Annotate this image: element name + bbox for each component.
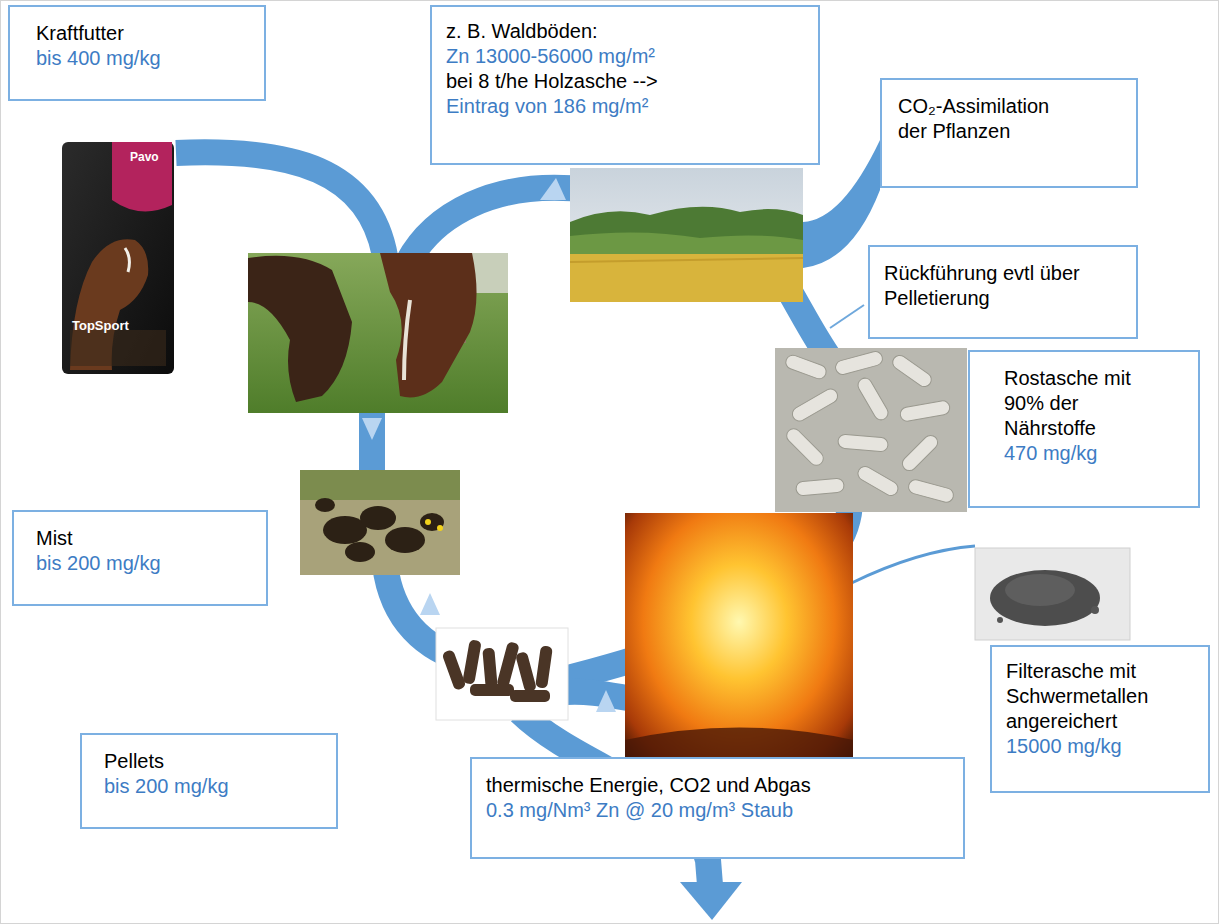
feed-bag-picture-part xyxy=(70,330,166,366)
landscape-picture-part xyxy=(570,258,803,262)
bottom-ash-picture-part xyxy=(775,348,967,512)
bottom-ash-picture-part-part xyxy=(790,386,840,423)
cycle-ribbons-part xyxy=(359,405,385,480)
horses-picture-part xyxy=(404,300,410,380)
pellets-picture-part-part xyxy=(515,651,537,693)
box-text: Kraftfutter xyxy=(36,21,248,46)
filter-ash-box: Filterasche mit Schwermetallen angereich… xyxy=(990,645,1210,793)
ribbon-arrow-marks-part xyxy=(540,178,566,200)
bottom-ash-picture-part-part xyxy=(795,478,844,496)
ribbon-arrow-marks-part xyxy=(362,418,382,440)
landscape-picture-part xyxy=(570,254,803,302)
pellets-picture-part-part xyxy=(470,684,514,696)
cycle-ribbons-part xyxy=(176,152,386,262)
pellets-picture-part xyxy=(436,628,568,720)
furnace-picture xyxy=(625,513,853,785)
box-text: Pellets xyxy=(104,749,320,774)
feed-bag-picture-part xyxy=(125,248,129,272)
pellets-picture-part-part xyxy=(496,641,519,689)
box-text: z. B. Waldböden: xyxy=(446,19,802,44)
product-label: TopSport xyxy=(72,318,129,333)
filter-ash-picture-part xyxy=(990,570,1100,626)
bottom-ash-picture-part-part xyxy=(855,464,900,498)
pellets-picture-part-part xyxy=(442,649,467,691)
zinc-value: Zn 13000-56000 mg/m² xyxy=(446,44,802,69)
landscape-picture xyxy=(570,168,803,302)
horses-picture-part xyxy=(248,256,352,402)
bottom-ash-picture-part-part xyxy=(837,434,888,452)
manure-picture-part-part xyxy=(315,498,335,512)
box-text: bei 8 t/he Holzasche --> xyxy=(446,69,802,94)
ribbon-arrow-marks-part xyxy=(420,593,440,615)
manure-picture-part xyxy=(300,470,460,575)
pellets-picture-part-part xyxy=(482,648,497,689)
landscape-picture-part xyxy=(570,168,803,302)
pellets-picture-part xyxy=(442,639,553,702)
ribbon-arrow-marks-part xyxy=(596,690,616,712)
bottom-ash-picture-part-part xyxy=(784,426,826,468)
bottom-ash-picture-part-part xyxy=(899,400,951,422)
bottom-ash-picture-part-part xyxy=(855,376,890,423)
feed-bag-picture-part xyxy=(112,142,172,211)
zinc-value: bis 400 mg/kg xyxy=(36,46,248,71)
bottom-ash-picture-part-part xyxy=(784,353,828,381)
manure-picture xyxy=(300,470,460,575)
zinc-value: 15000 mg/kg xyxy=(1006,734,1196,759)
furnace-picture-part xyxy=(625,513,853,785)
pellets-picture-part-part xyxy=(462,639,481,684)
box-text: Mist xyxy=(36,526,250,551)
horses-picture-part xyxy=(248,253,508,413)
box-text: thermische Energie, CO2 und Abgas xyxy=(486,773,949,798)
manure-picture-part-part xyxy=(420,513,444,531)
recycling-box: Rückführung evtl über Pelletierung xyxy=(868,245,1138,339)
zinc-value: 0.3 mg/Nm³ Zn @ 20 mg/m³ Staub xyxy=(486,798,949,823)
box-text: Rostasche mit 90% der Nährstoffe xyxy=(1004,366,1154,441)
filter-ash-picture-part xyxy=(997,617,1003,623)
manure-picture-part-part xyxy=(360,506,396,530)
bottom-ash-picture-part-part xyxy=(890,353,934,390)
pellets-box: Pelletsbis 200 mg/kg xyxy=(80,733,338,829)
bottom-ash-picture-part xyxy=(784,350,955,504)
bottom-ash-picture-part-part xyxy=(899,432,940,473)
forest-soil-box: z. B. Waldböden:Zn 13000-56000 mg/m²bei … xyxy=(430,5,820,165)
bottom-ash-picture-part-part xyxy=(834,350,884,376)
filter-ash-picture xyxy=(975,548,1130,640)
bottom-ash-picture xyxy=(775,348,967,512)
filter-ash-picture-part xyxy=(1005,574,1075,606)
manure-picture-part xyxy=(425,519,431,525)
assimilation-box: CO₂-Assimilation der Pflanzen xyxy=(880,78,1138,188)
zinc-value: Eintrag von 186 mg/m² xyxy=(446,94,802,119)
zinc-value: 470 mg/kg xyxy=(1004,441,1154,466)
bottom-ash-box: Rostasche mit 90% der Nährstoffe470 mg/k… xyxy=(968,350,1200,508)
feed-bag-picture-part xyxy=(62,142,174,374)
manure-picture-part xyxy=(300,470,460,500)
leader-line xyxy=(830,305,864,328)
pellets-picture xyxy=(436,628,568,720)
bottom-ash-picture-part-part xyxy=(907,478,955,503)
filter-ash-picture-part xyxy=(1091,606,1099,614)
filter-ash-picture-part xyxy=(975,548,1130,640)
manure-picture-part-part xyxy=(385,527,425,553)
zinc-value: bis 200 mg/kg xyxy=(104,774,320,799)
feed-bag-picture xyxy=(62,142,174,374)
product-label: Pavo xyxy=(130,150,159,164)
exhaust-arrowhead xyxy=(680,882,742,920)
horses-picture-part xyxy=(380,253,477,397)
box-text: Filterasche mit Schwermetallen angereich… xyxy=(1006,659,1196,734)
manure-box: Mistbis 200 mg/kg xyxy=(12,510,268,606)
box-text: CO₂-Assimilation der Pflanzen xyxy=(898,94,1072,144)
emission-box: thermische Energie, CO2 und Abgas0.3 mg/… xyxy=(470,757,965,859)
pellets-picture-part-part xyxy=(535,645,553,688)
manure-picture-part xyxy=(315,498,444,562)
feed-box: Kraftfutterbis 400 mg/kg xyxy=(8,5,266,101)
manure-picture-part xyxy=(437,525,443,531)
landscape-picture-part xyxy=(570,232,803,256)
horses-picture xyxy=(248,253,508,413)
zinc-value: bis 200 mg/kg xyxy=(36,551,250,576)
box-text: Rückführung evtl über Pelletierung xyxy=(884,261,1124,311)
pellets-picture-part-part xyxy=(510,690,550,702)
manure-picture-part-part xyxy=(345,542,375,562)
